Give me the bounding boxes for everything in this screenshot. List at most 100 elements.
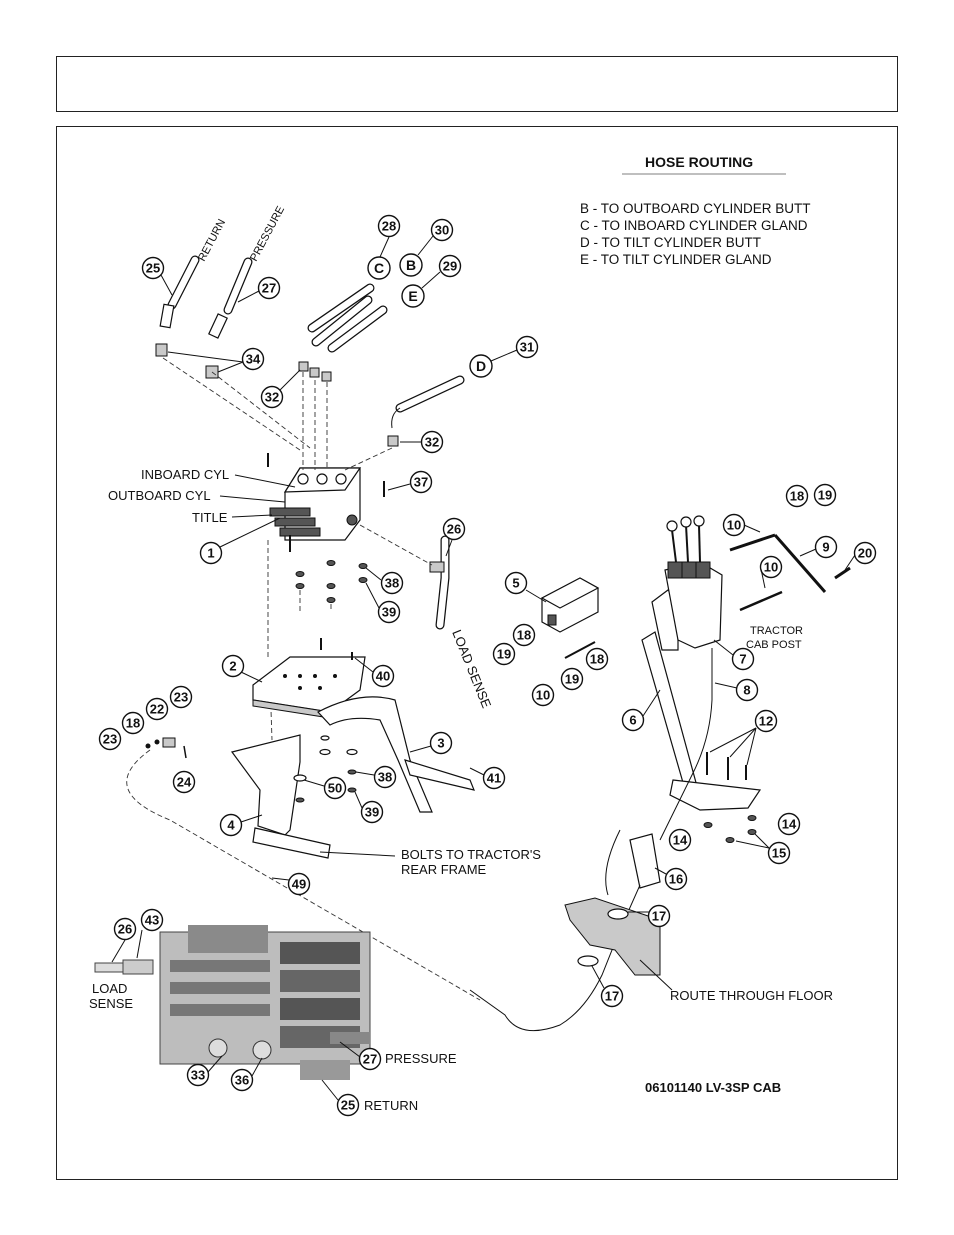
routing-line-c: C - TO INBOARD CYLINDER GLAND: [580, 218, 808, 233]
svg-text:20: 20: [858, 546, 872, 561]
bolts-note-1: BOLTS TO TRACTOR'S: [401, 847, 541, 862]
svg-text:18: 18: [790, 489, 804, 504]
callout-41: 41: [482, 766, 506, 790]
callout-26-top: 26: [442, 517, 466, 541]
svg-text:31: 31: [520, 340, 534, 355]
callout-10-top: 10: [722, 513, 746, 537]
svg-text:26: 26: [118, 922, 132, 937]
svg-text:E: E: [408, 288, 417, 304]
svg-text:40: 40: [376, 669, 390, 684]
callout-49: 49: [287, 872, 311, 896]
clip-22: [162, 737, 176, 748]
svg-text:37: 37: [414, 475, 428, 490]
svg-text:B: B: [406, 257, 416, 273]
callout-28: 28: [377, 214, 401, 238]
svg-text:10: 10: [536, 688, 550, 703]
return-hose-label: RETURN: [196, 217, 228, 263]
control-head: [651, 515, 723, 651]
callout-14-right: 14: [777, 812, 801, 836]
hardware-14-15: [703, 815, 757, 843]
svg-text:8: 8: [743, 683, 750, 698]
tractor-cab-post-1: TRACTOR: [750, 625, 803, 637]
svg-text:22: 22: [150, 702, 164, 717]
bolts-leader: [319, 851, 396, 857]
svg-text:39: 39: [382, 605, 396, 620]
svg-text:9: 9: [822, 540, 829, 555]
svg-text:16: 16: [669, 872, 683, 887]
inboard-cyl-label: INBOARD CYL: [141, 467, 229, 482]
valve-5: [540, 577, 600, 633]
callout-27-bottom: 27: [358, 1047, 382, 1071]
svg-text:14: 14: [673, 833, 688, 848]
svg-text:18: 18: [126, 716, 140, 731]
svg-text:34: 34: [246, 352, 261, 367]
routing-line-b: B - TO OUTBOARD CYLINDER BUTT: [580, 201, 811, 216]
svg-text:32: 32: [425, 435, 439, 450]
grommet-upper: [607, 908, 629, 920]
callout-39-bottom: 39: [360, 800, 384, 824]
svg-text:50: 50: [328, 781, 342, 796]
svg-text:32: 32: [265, 390, 279, 405]
assembly-lines: [126, 357, 481, 1001]
svg-text:19: 19: [565, 672, 579, 687]
svg-text:10: 10: [727, 518, 741, 533]
callout-15: 15: [767, 841, 791, 865]
svg-text:28: 28: [382, 219, 396, 234]
svg-text:27: 27: [363, 1052, 377, 1067]
cylinder-hoses: [298, 283, 388, 382]
svg-text:41: 41: [487, 771, 501, 786]
svg-text:7: 7: [739, 652, 746, 667]
bolts-note-2: REAR FRAME: [401, 862, 487, 877]
svg-text:15: 15: [772, 846, 786, 861]
pressure-hose: [205, 257, 253, 379]
callout-38-bottom: 38: [373, 765, 397, 789]
inboard-leader: [234, 474, 296, 488]
hose-routing-title: HOSE ROUTING: [645, 154, 753, 170]
callout-2: 2: [221, 654, 245, 678]
callout-5: 5: [504, 571, 528, 595]
tilt-hose-d: [387, 375, 465, 447]
svg-text:30: 30: [435, 223, 449, 238]
callout-29: 29: [438, 254, 462, 278]
route-floor-leader: [639, 959, 673, 991]
callout-34: 34: [241, 347, 265, 371]
svg-text:19: 19: [818, 488, 832, 503]
pressure-note: PRESSURE: [385, 1051, 457, 1066]
load-sense-note-2: SENSE: [89, 996, 133, 1011]
callout-4: 4: [219, 813, 243, 837]
svg-text:23: 23: [174, 690, 188, 705]
callout-17-lower: 17: [600, 984, 624, 1008]
pressure-hose-label: PRESSURE: [248, 204, 287, 263]
callout-6: 6: [621, 708, 645, 732]
grommet-lower: [577, 955, 599, 967]
valve-block: [269, 467, 362, 541]
callout-36: 36: [230, 1068, 254, 1092]
callout-9: 9: [814, 535, 838, 559]
header-box: [56, 56, 898, 112]
callout-1: 1: [199, 541, 223, 565]
svg-text:29: 29: [443, 259, 457, 274]
svg-text:33: 33: [191, 1068, 205, 1083]
svg-text:43: 43: [145, 913, 159, 928]
svg-text:23: 23: [103, 732, 117, 747]
svg-text:4: 4: [227, 818, 235, 833]
svg-text:24: 24: [177, 775, 192, 790]
letter-d: D: [469, 354, 493, 378]
title-label: TITLE: [192, 510, 228, 525]
callout-40: 40: [371, 664, 395, 688]
load-sense-label: LOAD SENSE: [449, 628, 494, 711]
callout-17-upper: 17: [647, 904, 671, 928]
callout-3: 3: [429, 731, 453, 755]
outboard-leader: [219, 495, 286, 503]
mounting-plate: [252, 656, 366, 719]
callout-37: 37: [409, 470, 433, 494]
svg-text:10: 10: [764, 560, 778, 575]
svg-text:26: 26: [447, 522, 461, 537]
callout-19-mid: 19: [492, 642, 516, 666]
bracket-3: [317, 696, 475, 813]
callout-22: 22: [145, 697, 169, 721]
svg-text:39: 39: [365, 805, 379, 820]
svg-text:1: 1: [207, 546, 214, 561]
callout-7: 7: [731, 647, 755, 671]
callout-23-left: 23: [98, 727, 122, 751]
